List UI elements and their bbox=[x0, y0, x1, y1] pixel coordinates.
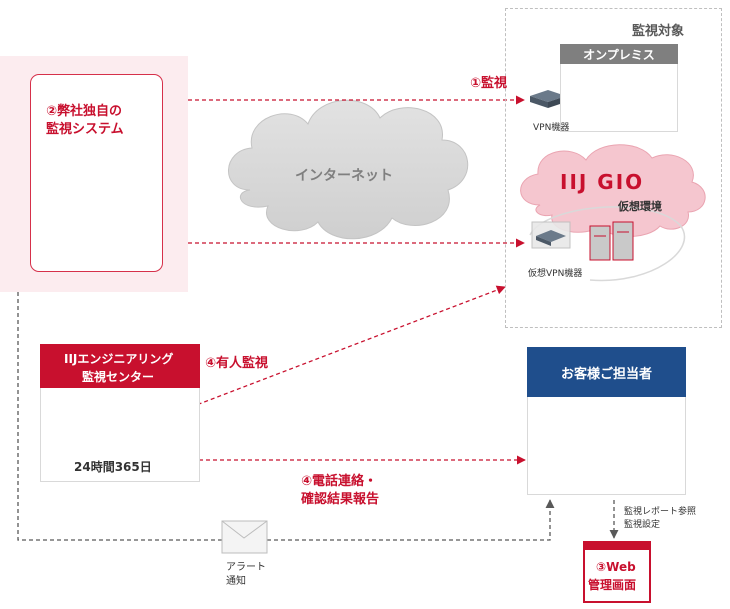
manned-monitoring-label: ④有人監視 bbox=[205, 356, 269, 371]
manned-monitoring-arrow bbox=[164, 285, 506, 418]
iij-gio-logo: IIJ GIO bbox=[560, 170, 645, 194]
alert-arrow bbox=[17, 292, 555, 541]
virtual-env-ring bbox=[529, 206, 686, 282]
virtual-env-label: 仮想環境 bbox=[618, 200, 662, 213]
virtual-vpn-label: 仮想VPN機器 bbox=[528, 269, 583, 279]
engineering-center-header bbox=[40, 344, 200, 388]
envelope-icon bbox=[221, 520, 268, 554]
contact-label-line2: 確認結果報告 bbox=[301, 492, 380, 507]
virtual-vpn-device-icon bbox=[531, 221, 571, 249]
customer-header: お客様ご担当者 bbox=[527, 347, 686, 397]
web-panel-title-line2: 管理画面 bbox=[588, 578, 637, 592]
monitored-target-box bbox=[505, 8, 722, 328]
contact-label-line1: ④電話連絡・ bbox=[301, 474, 378, 489]
vpn-device-label: VPN機器 bbox=[533, 123, 570, 133]
engineering-center-hours: 24時間365日 bbox=[74, 460, 152, 474]
alert-label-line2: 通知 bbox=[226, 576, 246, 587]
internet-label: インターネット bbox=[295, 168, 393, 184]
engineering-center-title-line1: IIJエンジニアリング bbox=[64, 352, 174, 366]
internet-cloud-icon bbox=[228, 99, 469, 240]
own-system-title-line2: 監視システム bbox=[46, 122, 124, 137]
own-system-box bbox=[30, 74, 163, 272]
web-panel-title-line1: ③Web bbox=[596, 560, 636, 574]
report-label-line1: 監視レポート参照 bbox=[624, 507, 697, 517]
own-system-title-line1: ②弊社独自の bbox=[46, 104, 123, 119]
alert-label-line1: アラート bbox=[226, 562, 266, 573]
monitored-target-title: 監視対象 bbox=[632, 24, 685, 39]
onprem-header: オンプレミス bbox=[560, 44, 678, 64]
engineering-center-title-line2: 監視センター bbox=[82, 370, 155, 384]
web-panel-titlebar bbox=[583, 541, 651, 550]
virtual-server-icon bbox=[589, 221, 634, 261]
report-label-line2: 監視設定 bbox=[624, 520, 661, 530]
monitoring-label: ①監視 bbox=[470, 76, 508, 91]
